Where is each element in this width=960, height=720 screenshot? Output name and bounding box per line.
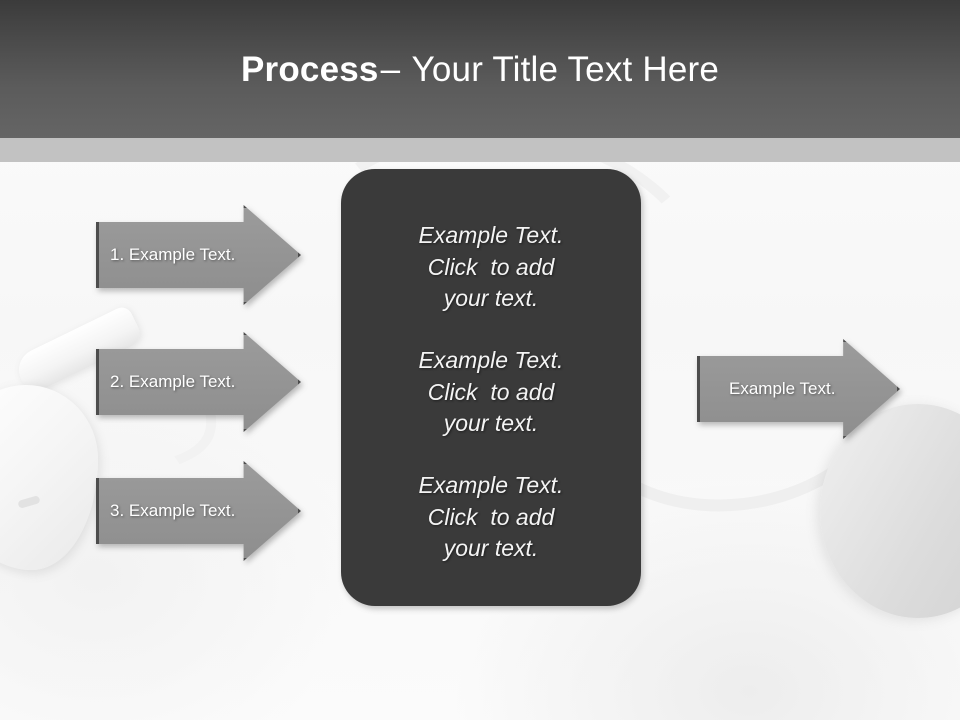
center-text-block-3-line-1: Example Text.: [418, 471, 564, 498]
page-title-dash: –: [380, 49, 401, 89]
process-output-arrow-label: Example Text.: [729, 379, 836, 398]
center-text-block-3[interactable]: Example Text. Click to add your text.: [363, 470, 619, 565]
page-title-rest: Your Title Text Here: [411, 49, 720, 89]
center-text-block-1[interactable]: Example Text. Click to add your text.: [363, 220, 619, 315]
center-text-block-3-line-2: Click to add: [427, 503, 555, 530]
process-step-arrow-2[interactable]: 2. Example Text.: [96, 332, 301, 432]
process-step-arrow-1-label: 1. Example Text.: [110, 245, 236, 264]
center-text-block-1-line-1: Example Text.: [418, 221, 564, 248]
process-step-arrow-2-label: 2. Example Text.: [110, 372, 236, 391]
center-text-block-1-line-3: your text.: [443, 285, 539, 312]
center-text-block-2[interactable]: Example Text. Click to add your text.: [363, 345, 619, 440]
page-title-strong: Process: [240, 49, 379, 89]
center-text-block-2-line-3: your text.: [443, 410, 539, 437]
page-title: Process– Your Title Text Here: [241, 52, 719, 87]
center-content-panel[interactable]: Example Text. Click to add your text. Ex…: [341, 169, 641, 606]
center-text-block-3-line-3: your text.: [443, 535, 539, 562]
process-step-arrow-3[interactable]: 3. Example Text.: [96, 461, 301, 561]
process-step-arrow-3-label: 3. Example Text.: [110, 501, 236, 520]
center-text-block-2-line-1: Example Text.: [418, 346, 564, 373]
center-text-block-2-line-2: Click to add: [427, 378, 555, 405]
center-text-block-1-line-2: Click to add: [427, 253, 555, 280]
slide-header: Process– Your Title Text Here: [0, 0, 960, 138]
process-output-arrow[interactable]: Example Text.: [697, 339, 900, 439]
header-accent-band: [0, 138, 960, 162]
process-step-arrow-1[interactable]: 1. Example Text.: [96, 205, 301, 305]
